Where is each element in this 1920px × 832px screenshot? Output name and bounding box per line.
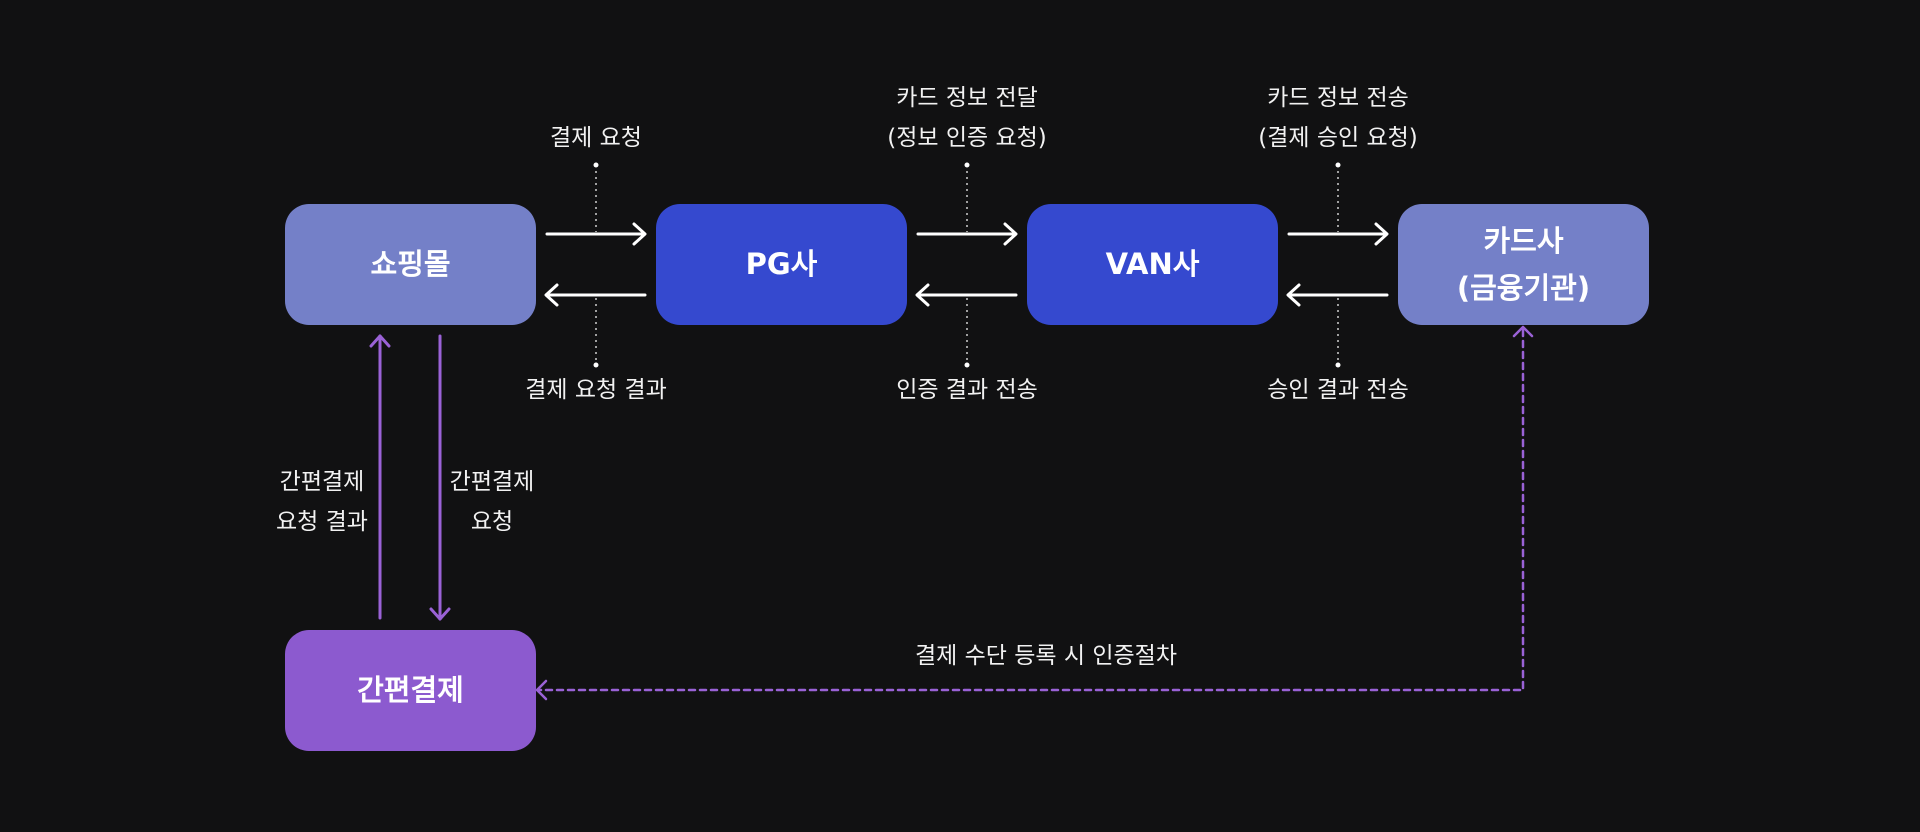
arrow-pg-to-van [916, 222, 1018, 246]
node-card: 카드사 (금융기관) [1398, 204, 1649, 325]
node-easypay-label: 간편결제 [357, 673, 464, 707]
label-card-auth: 결제 수단 등록 시 인증절차 [914, 643, 1177, 669]
arrow-shop-to-easypay [429, 334, 451, 621]
leader-dot [1335, 162, 1341, 168]
node-van: VAN사 [1027, 204, 1278, 325]
node-van-label: VAN사 [1105, 247, 1200, 281]
arrow-van-to-pg [915, 283, 1018, 307]
label-van-card-request: 카드 정보 전송 (결제 승인 요청) [1258, 85, 1418, 151]
auth-path-arrowhead-top [1512, 325, 1534, 338]
node-card-label-line2: (금융기관) [1456, 270, 1591, 305]
node-easypay: 간편결제 [285, 630, 536, 751]
leader-dot [593, 162, 599, 168]
label-easypay-request: 간편결제 요청 [449, 469, 535, 535]
arrow-easypay-to-shop [369, 334, 391, 620]
leader-dot [593, 362, 599, 368]
node-shoppingmall-label: 쇼핑몰 [370, 247, 451, 281]
auth-path-arrowhead-left [535, 679, 548, 701]
auth-path-line [536, 328, 1525, 692]
label-pg-van-result: 인증 결과 전송 [896, 377, 1038, 403]
arrow-shop-to-pg [545, 222, 647, 246]
label-shop-pg-request: 결제 요청 [550, 125, 642, 151]
label-pg-van-request: 카드 정보 전달 (정보 인증 요청) [887, 85, 1047, 151]
label-van-card-result: 승인 결과 전송 [1267, 377, 1409, 403]
node-pg-label: PG사 [745, 247, 818, 281]
leader-dot [964, 162, 970, 168]
arrow-pg-to-shop [544, 283, 647, 307]
label-shop-pg-result: 결제 요청 결과 [525, 377, 667, 403]
leader-dot [964, 362, 970, 368]
label-easypay-result: 간편결제 요청 결과 [276, 469, 368, 535]
node-shoppingmall: 쇼핑몰 [285, 204, 536, 325]
node-card-label-line1: 카드사 [1483, 223, 1564, 258]
leader-dot [1335, 362, 1341, 368]
arrow-card-to-van [1286, 283, 1389, 307]
arrow-van-to-card [1287, 222, 1389, 246]
node-pg: PG사 [656, 204, 907, 325]
